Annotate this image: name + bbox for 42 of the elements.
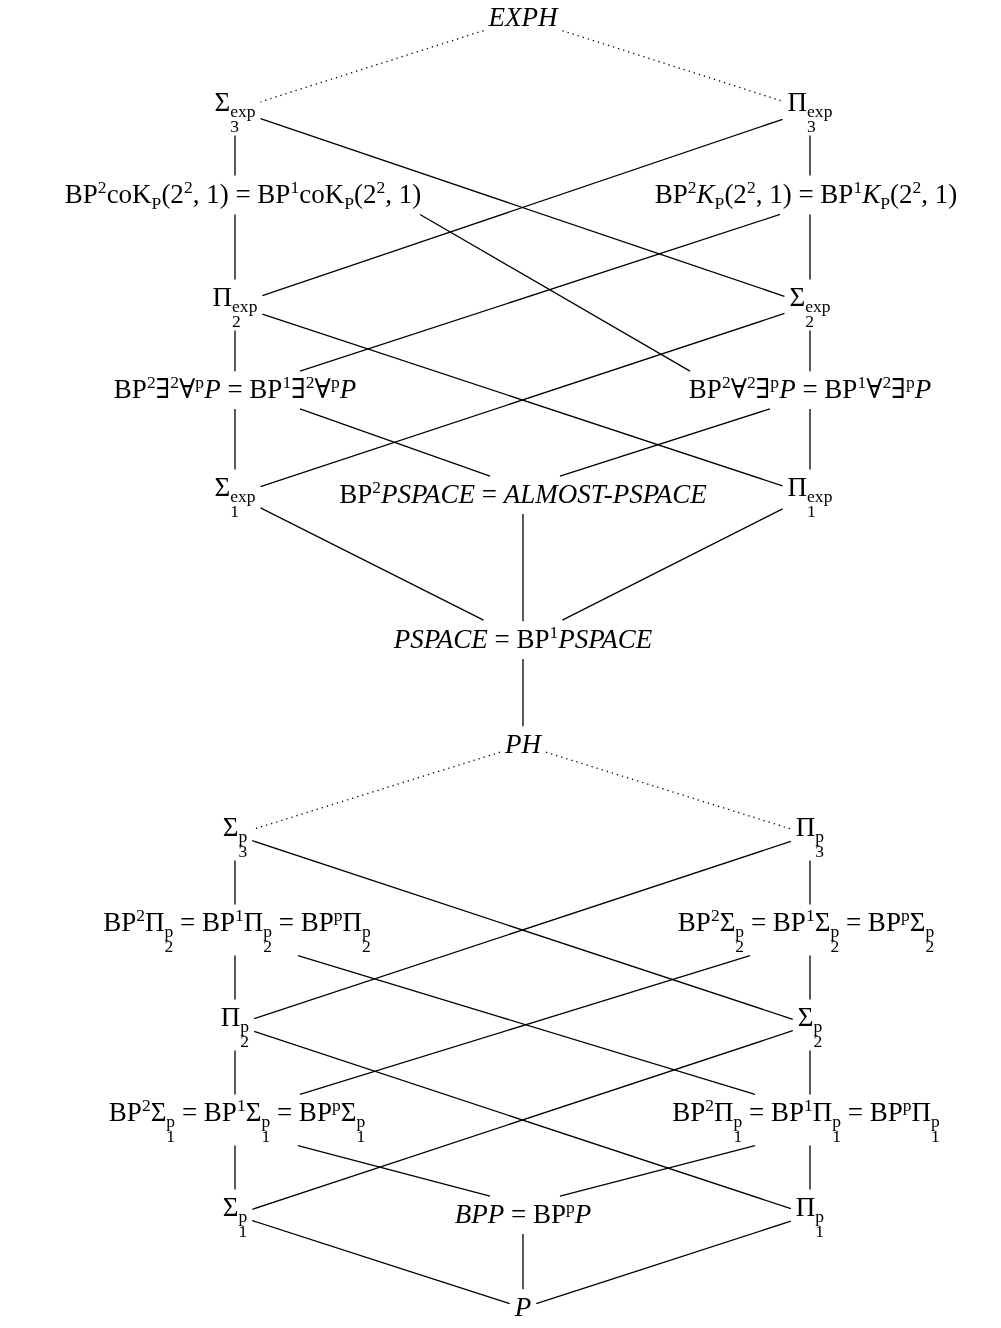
connector-line (809, 954, 811, 1001)
dotted-line (259, 29, 485, 103)
connector-line (234, 954, 236, 1001)
complexity-class: BP$^{2}$K$_{P}$(2$^{2}$, 1) = BP$^{1}$K$_{P}$(2$^{2}$, 1) (652, 177, 960, 213)
connector-line (809, 134, 811, 177)
connector-line (809, 408, 811, 471)
complexity-class: PH (503, 728, 543, 762)
connector-line (561, 508, 784, 621)
dotted-line (545, 751, 792, 830)
complexity-class: PSPACE = BP$^{1}$PSPACE (391, 623, 655, 657)
complexity-class: BPP = BP$^{p}$P (452, 1198, 594, 1232)
connector-line (234, 1049, 236, 1096)
connector-line (297, 1144, 491, 1197)
connector-line (809, 1144, 811, 1191)
connector-line (522, 658, 524, 727)
connector-line (809, 1049, 811, 1096)
connector-line (559, 408, 771, 477)
connector-line (809, 329, 811, 372)
connector-line (299, 213, 781, 372)
complexity-class: BP$^{2}$coK$_{P}$(2$^{2}$, 1) = BP$^{1}$coK$_{P}$(2$^{2}$, 1) (62, 177, 424, 213)
connector-line (234, 329, 236, 372)
dotted-line (561, 30, 784, 102)
connector-line (234, 134, 236, 177)
connector-line (559, 1144, 756, 1197)
connector-line (809, 213, 811, 281)
connector-line (251, 1219, 511, 1305)
connector-line (234, 408, 236, 471)
connector-line (522, 513, 524, 622)
connector-line (522, 1233, 524, 1290)
connector-line (259, 507, 485, 621)
complexity-class: BP$^{2}$∃$^{2}$∀$^{p}$P = BP$^{1}$∃$^{2}$∀$^{p}$P (111, 373, 359, 407)
complexity-class: EXPH (486, 1, 560, 35)
complexity-class: BP$^{2}$PSPACE = ALMOST-PSPACE (337, 478, 709, 512)
complexity-class: P (512, 1291, 534, 1325)
connector-line (419, 213, 691, 372)
connector-line (535, 1220, 792, 1305)
connector-line (234, 859, 236, 906)
connector-line (809, 859, 811, 906)
connector-line (234, 213, 236, 281)
connector-line (234, 1144, 236, 1191)
complexity-class: BP$^{2}$∀$^{2}$∃$^{p}$P = BP$^{1}$∀$^{2}$∃$^{p}$P (686, 373, 934, 407)
connector-line (299, 408, 491, 477)
